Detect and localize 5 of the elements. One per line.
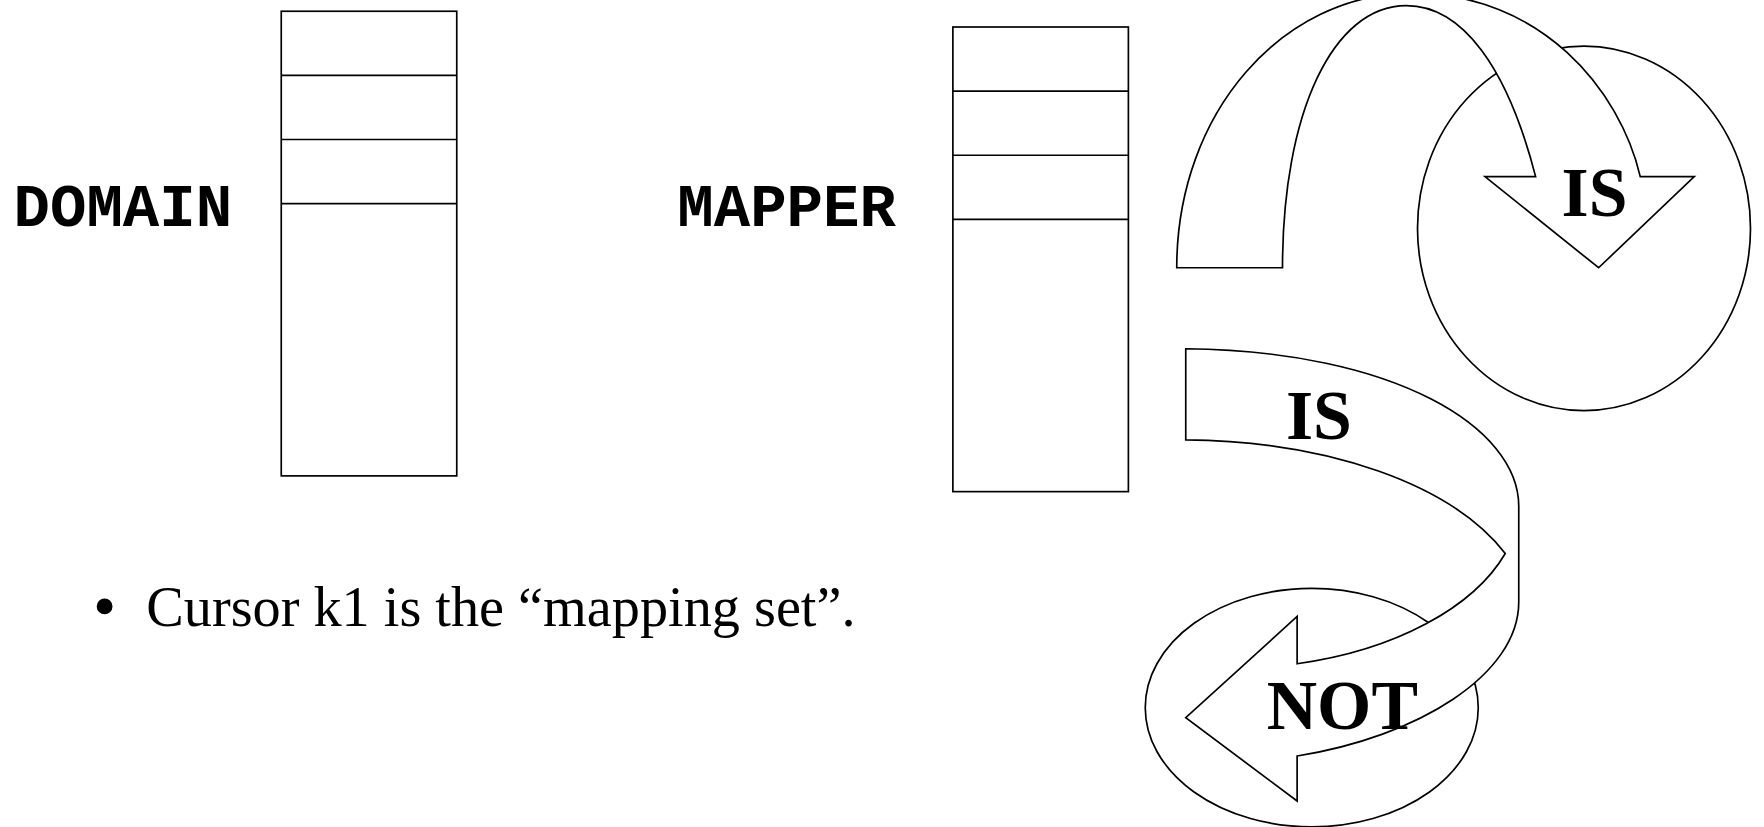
arrow-label: IS <box>1561 157 1628 228</box>
row-heading: DOMAIN <box>13 180 233 241</box>
arrow-label: IS <box>1285 380 1352 450</box>
row-heading: MAPPER <box>677 180 896 241</box>
arrow-label: NOT <box>1266 670 1418 741</box>
